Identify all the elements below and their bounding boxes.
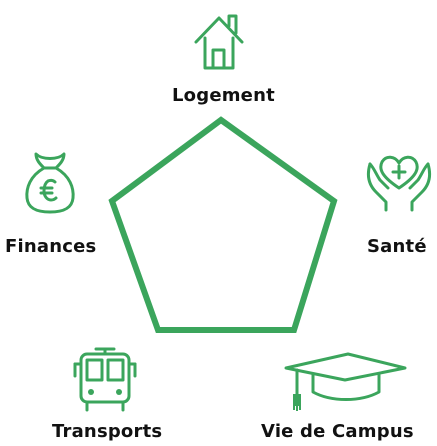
bus-icon	[73, 347, 137, 412]
node-label-logement: Logement	[172, 85, 275, 106]
node-label-sante: Santé	[367, 236, 427, 257]
money-bag-icon	[25, 152, 75, 214]
heart-hands-icon	[366, 155, 432, 212]
node-label-transports: Transports	[52, 421, 163, 442]
house-icon	[194, 14, 244, 70]
graduation-cap-icon	[284, 352, 407, 411]
node-label-finances: Finances	[5, 236, 97, 257]
node-label-vie-de-campus: Vie de Campus	[261, 421, 414, 442]
